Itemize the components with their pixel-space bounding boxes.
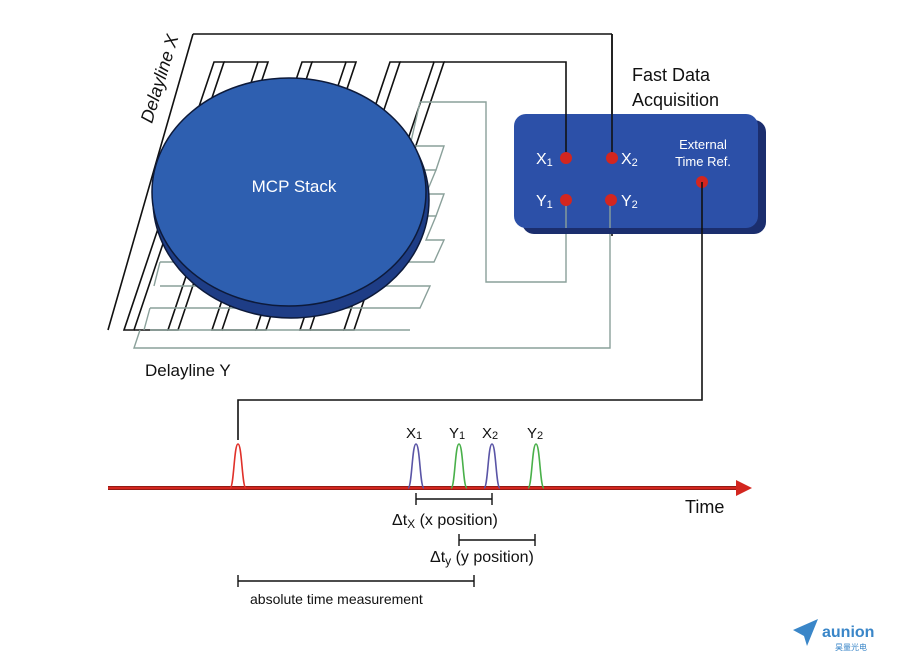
dtx-label: ΔtX (x position) — [392, 512, 498, 531]
external-ref-wire — [237, 182, 703, 440]
reference-pulse — [229, 443, 247, 489]
pulse-x2-label: X2 — [482, 425, 498, 442]
logo-name: aunion — [822, 624, 874, 641]
dtx-bracket — [415, 493, 493, 505]
external-label-line1: External — [679, 137, 727, 152]
pulse-y2-label: Y2 — [527, 425, 543, 442]
pulse-x1 — [407, 443, 425, 489]
delayline-x-label: Delayline X — [137, 31, 183, 125]
paper-plane-icon — [793, 619, 818, 646]
port-x1-dot — [560, 152, 572, 164]
port-y1-dot — [560, 194, 572, 206]
pulse-y1 — [450, 443, 468, 489]
aunion-logo: aunion 昊量光电 — [793, 619, 874, 652]
mcp-stack-label: MCP Stack — [252, 177, 337, 196]
port-y2-dot — [605, 194, 617, 206]
fast-data-acquisition-box: X1 X2 Y1 Y2 External Time Ref. — [514, 34, 766, 234]
time-axis-label: Time — [685, 497, 724, 517]
absolute-time-bracket — [237, 575, 475, 587]
dty-bracket — [458, 534, 536, 546]
pulse-x2 — [483, 443, 501, 489]
port-x2-dot — [606, 152, 618, 164]
port-x1-label: X1 — [536, 151, 553, 169]
pulse-y1-label: Y1 — [449, 425, 465, 442]
port-y1-label: Y1 — [536, 193, 553, 211]
logo-subtitle: 昊量光电 — [835, 642, 867, 652]
fast-data-label-line2: Acquisition — [632, 90, 719, 110]
pulse-x1-label: X1 — [406, 425, 422, 442]
mcp-stack: MCP Stack — [151, 77, 430, 319]
fast-data-label-line1: Fast Data — [632, 65, 711, 85]
external-label-line2: Time Ref. — [675, 154, 731, 169]
port-y2-label: Y2 — [621, 193, 638, 211]
port-x2-label: X2 — [621, 151, 638, 169]
pulse-y2 — [527, 443, 545, 489]
absolute-time-label: absolute time measurement — [250, 591, 423, 607]
dty-label: Δty (y position) — [430, 549, 534, 568]
delayline-y-label: Delayline Y — [145, 361, 231, 380]
